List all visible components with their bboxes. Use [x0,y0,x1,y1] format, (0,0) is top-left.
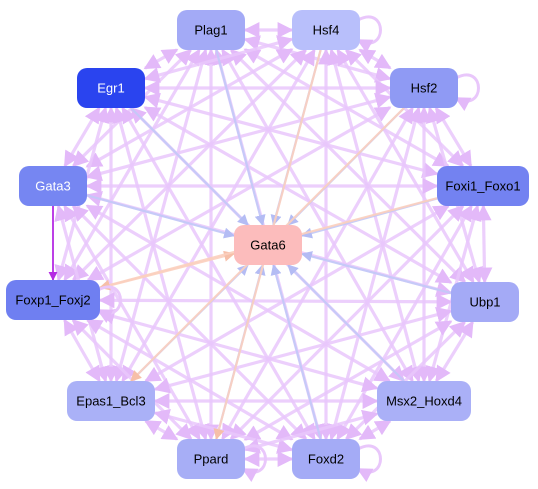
node-epas1-bcl3[interactable]: Epas1_Bcl3 [67,381,155,421]
node-box [6,280,100,320]
self-loop-hsf2 [454,73,480,111]
node-egr1[interactable]: Egr1 [77,68,145,108]
edge-plag1-to-gata6 [215,49,266,227]
node-label: Foxd2 [308,452,344,467]
node-gata3[interactable]: Gata3 [19,166,87,206]
node-label: Foxp1_Foxj2 [15,293,90,308]
node-ppard[interactable]: Ppard [177,439,245,479]
node-foxp1-foxj2[interactable]: Foxp1_Foxj2 [6,280,100,320]
node-gata6[interactable]: Gata6 [234,225,302,265]
node-foxi1-foxo1[interactable]: Foxi1_Foxo1 [437,166,529,206]
edge-msx2_hoxd4-to-gata6 [287,264,405,382]
edge-msx2_hoxd4-to-foxd2 [358,419,392,441]
node-box [292,439,360,479]
node-box [437,166,529,206]
edge-foxp1_foxj2-to-ubp1 [98,292,453,310]
node-label: Plag1 [194,23,227,38]
node-box [377,381,471,421]
node-label: Hsf4 [313,23,340,38]
edge-foxd2-to-gata6 [270,263,322,440]
node-box [77,68,145,108]
edge-hsf4-to-hsf2 [358,48,392,70]
node-plag1[interactable]: Plag1 [177,10,245,50]
node-label: Hsf2 [411,81,438,96]
node-box [390,68,458,108]
node-label: Foxi1_Foxo1 [445,179,520,194]
node-foxd2[interactable]: Foxd2 [292,439,360,479]
self-loop-hsf4 [356,15,382,53]
node-box [67,381,155,421]
self-loop-foxp1_foxj2 [96,285,122,323]
edge-epas1_bcl3-to-ppard [144,419,179,441]
edge-foxi1_foxo1-to-ubp1 [475,204,493,284]
edge-gata3-to-gata6 [86,194,236,239]
node-hsf4[interactable]: Hsf4 [292,10,360,50]
edge-ubp1-to-gata6 [300,251,452,295]
node-ubp1[interactable]: Ubp1 [451,282,519,322]
node-box [177,439,245,479]
node-box [19,166,87,206]
node-label: Gata3 [35,179,70,194]
self-loop-ppard [241,444,267,482]
node-box [177,10,245,50]
node-msx2-hoxd4[interactable]: Msx2_Hoxd4 [377,381,471,421]
node-hsf2[interactable]: Hsf2 [390,68,458,108]
node-label: Epas1_Bcl3 [76,394,145,409]
edge-plag1-to-egr1 [143,48,179,70]
node-box [451,282,519,322]
node-box [292,10,360,50]
self-loop-foxd2 [356,444,382,482]
node-label: Egr1 [97,81,124,96]
edge-msx2_hoxd4-to-ppard [243,409,379,454]
node-label: Ppard [194,452,229,467]
node-label: Msx2_Hoxd4 [386,394,462,409]
self-loops-layer [96,15,480,482]
edge-egr1-to-gata6 [130,107,249,226]
node-label: Ubp1 [469,295,500,310]
node-box [234,225,302,265]
node-label: Gata6 [250,238,285,253]
